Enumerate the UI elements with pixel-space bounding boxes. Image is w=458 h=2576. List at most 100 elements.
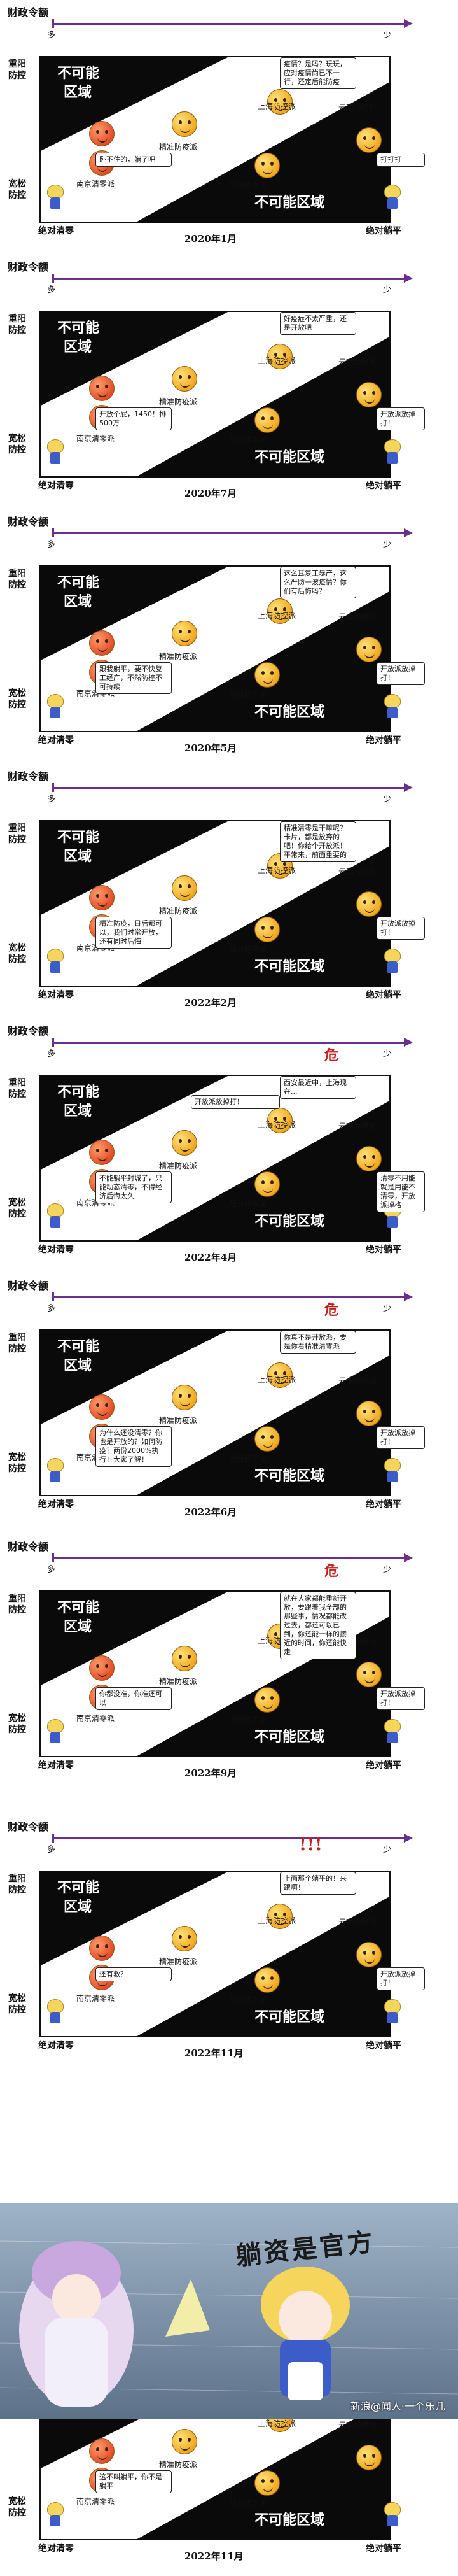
comic-panel: 财政令额多少重阳防控宽松防控不可能区域不可能区域南京清零派精准防疫派阳光躺平派上…: [0, 1534, 458, 1789]
faction-face-icon: [254, 1967, 280, 1993]
impossible-zone-label-top: 不可能区域: [57, 828, 99, 866]
purple-hair-character: [19, 2241, 134, 2407]
impossible-zone-label-top: 不可能区域: [57, 64, 99, 102]
speech-bubble: 疫情？是吗？玩玩，应对疫情尚已不一行，还定后能防疫: [280, 57, 356, 89]
chibi-character-icon: [382, 1458, 403, 1483]
bottom-left2-label: 绝对清零: [38, 1760, 74, 1771]
vertical-label: 重阳防控: [8, 1874, 26, 1895]
axis-label: 财政令额: [8, 770, 49, 782]
faction-label: 阳光躺平派: [229, 1454, 268, 1463]
bottom-right-label: 绝对躺平: [366, 735, 401, 746]
axis-arrow: [52, 1292, 413, 1301]
faction-face-icon: [356, 2445, 382, 2470]
zone-label-line: 区域: [64, 339, 92, 355]
comic-panel: 财政令额多少重阳防控宽松防控不可能区域不可能区域南京清零派精准防疫派阳光躺平派上…: [0, 1019, 458, 1273]
faction-label: 云南为民派: [338, 1918, 377, 1927]
axis-tick: [52, 528, 54, 537]
faction-label: 阳光躺平派: [229, 1995, 268, 2004]
impossible-zone-bottom: [135, 1896, 391, 2037]
impossible-zone-top: [39, 820, 230, 916]
speech-bubble: 开放派放掉打！: [377, 1426, 425, 1449]
speech-bubble: 这么耳复工暴产，这么严防一波疫情？你们有后悔吗？: [280, 567, 356, 598]
chibi-character-icon: [45, 439, 66, 465]
bottom-right-label: 绝对躺平: [366, 1245, 401, 1255]
speech-bubble: 上面那个躺平的！来跟啊！: [280, 1872, 356, 1895]
axis-tick: [52, 1292, 54, 1301]
bottom-left-label: 宽松防控: [8, 688, 26, 710]
axis-few-label: 少: [383, 1845, 392, 1855]
faction-face-icon: [356, 1146, 382, 1171]
faction-label: 南京清零派: [76, 2497, 115, 2506]
axis-few-label: 少: [383, 795, 392, 804]
speech-bubble: 这不叫躺平，你不是躺平: [95, 2470, 172, 2493]
faction-face-icon: [89, 630, 114, 656]
zone-label-line: 区域: [64, 1618, 92, 1635]
impossible-zone-top: [39, 1871, 230, 1966]
bottom-left2-label: 绝对清零: [38, 2544, 74, 2554]
impossible-zone-label-top: 不可能区域: [57, 573, 99, 611]
chibi-character-icon: [45, 185, 66, 210]
faction-face-icon: [356, 1401, 382, 1426]
faction-label: 上海防控派: [258, 866, 296, 875]
faction-face-icon: [172, 1926, 197, 1951]
bottom-left-label: 宽松防控: [8, 1713, 26, 1735]
impossible-zone-label-top: 不可能区域: [57, 1082, 99, 1121]
faction-face-icon: [254, 917, 280, 942]
vertical-label: 重阳防控: [8, 1333, 26, 1354]
faction-face-icon: [267, 344, 293, 369]
axis-tick: [52, 19, 54, 28]
zone-label-line: 不可能: [57, 65, 100, 81]
chibi-character-icon: [382, 1999, 403, 2025]
bottom-left-label: 宽松防控: [8, 2496, 26, 2518]
faction-label: 精准防疫派: [159, 907, 198, 916]
faction-face-icon: [89, 1394, 114, 1420]
faction-label: 上海防控派: [258, 611, 296, 620]
vertical-label: 重阳防控: [8, 823, 26, 845]
bottom-right-label: 绝对躺平: [366, 2544, 401, 2554]
impossible-zone-top: [39, 565, 230, 661]
comic-panel: 财政令额多少重阳防控宽松防控不可能区域不可能区域南京清零派精准防疫派阳光躺平派上…: [0, 509, 458, 764]
impossible-zone-label-top: 不可能区域: [57, 1598, 99, 1636]
speech-bubble: 开放派放掉打！: [377, 407, 425, 430]
axis-arrow: [52, 1834, 413, 1843]
vertical-label: 重阳防控: [8, 1594, 26, 1615]
axis-many-label: 多: [47, 31, 56, 40]
zone-label-line: 不可能: [57, 1338, 100, 1355]
panel-date: 2020年1月: [184, 233, 237, 244]
zone-label-line: 不可能: [57, 1084, 100, 1100]
bottom-left2-label: 绝对清零: [38, 1499, 74, 1510]
speech-bubble: 好疫症不太严重，还是开放吧: [280, 312, 356, 335]
faction-label: 阳光躺平派: [229, 435, 268, 444]
faction-face-icon: [172, 1646, 197, 1671]
bottom-left2-label: 绝对清零: [38, 226, 74, 236]
panel-date: 2022年9月: [184, 1767, 237, 1779]
bottom-right-label: 绝对躺平: [366, 226, 401, 236]
faction-face-icon: [89, 376, 114, 401]
speech-bubble: 打打打: [377, 153, 425, 167]
axis-many-label: 多: [47, 1565, 56, 1575]
axis-many-label: 多: [47, 285, 56, 295]
impossible-zone-label-top: 不可能区域: [57, 1878, 99, 1916]
impossible-zone-label-bottom: 不可能区域: [254, 2512, 325, 2528]
panel-date: 2022年4月: [184, 1252, 237, 1263]
faction-label: 阳光躺平派: [229, 181, 268, 190]
chibi-character-icon: [382, 1719, 403, 1744]
faction-label: 上海防控派: [258, 102, 296, 111]
faction-face-icon: [356, 127, 382, 153]
axis-few-label: 少: [383, 285, 392, 295]
faction-face-icon: [172, 2429, 197, 2454]
zone-triangles: [39, 1871, 391, 2037]
faction-label: 上海防控派: [258, 1375, 296, 1384]
axis-label: 财政令额: [8, 516, 49, 528]
faction-label: 云南为民派: [338, 1122, 377, 1131]
faction-label: 精准防疫派: [159, 1677, 198, 1686]
axis-arrow: [52, 19, 413, 28]
impossible-zone-bottom: [135, 1100, 391, 1242]
axis-many-label: 多: [47, 795, 56, 804]
zone-label-line: 不可能: [57, 574, 100, 591]
faction-face-icon: [89, 1655, 114, 1681]
chibi-character-icon: [45, 2502, 66, 2528]
vertical-label: 重阳防控: [8, 59, 26, 81]
faction-face-icon: [254, 407, 280, 433]
impossible-zone-label-bottom: 不可能区域: [254, 2009, 325, 2025]
